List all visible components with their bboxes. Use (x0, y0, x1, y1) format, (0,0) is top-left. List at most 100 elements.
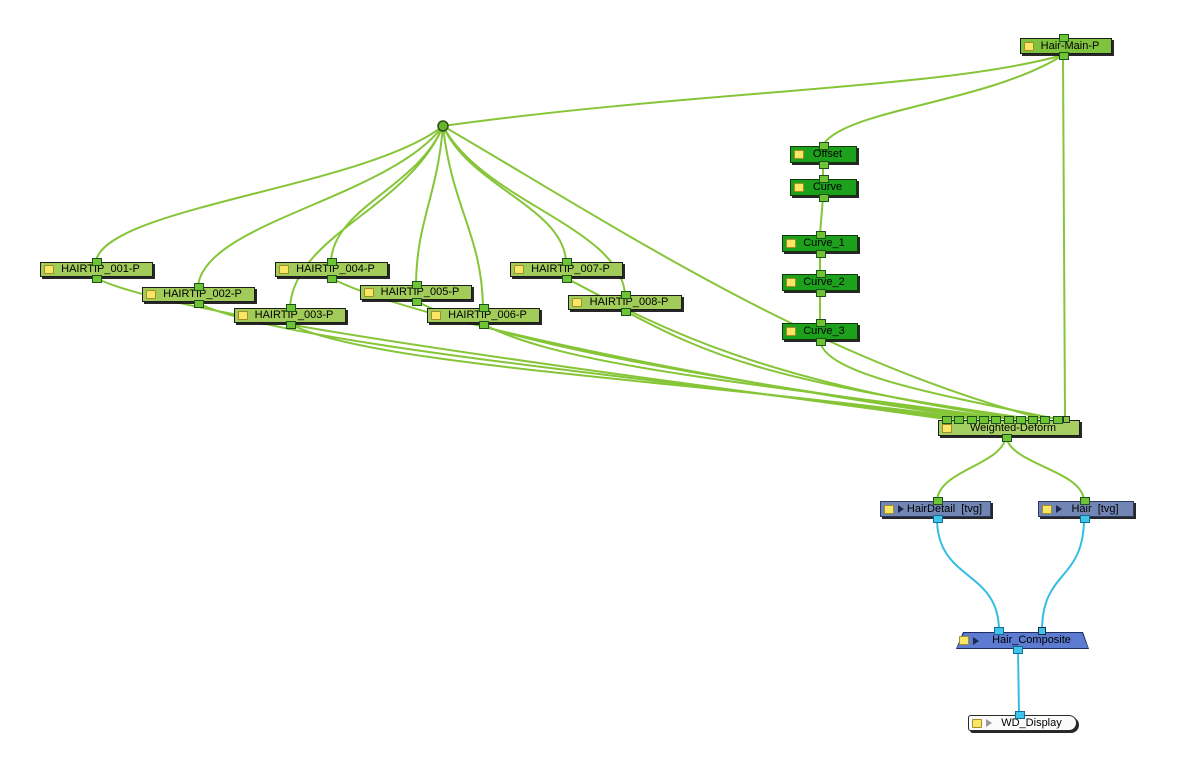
offset-port-out[interactable] (819, 161, 829, 169)
hairtip-002-port-in[interactable] (194, 283, 204, 291)
hairtip-003-port-out[interactable] (286, 321, 296, 329)
layer-properties-icon[interactable] (786, 278, 796, 287)
node-hairtip-008[interactable]: HAIRTIP_008-P (568, 291, 682, 316)
cable-wp-to-hairtip-003-in[interactable] (289, 125, 444, 308)
hairdetail-port-in[interactable] (933, 497, 943, 505)
cable-wp-to-hairtip-006-in[interactable] (442, 125, 484, 308)
expand-arrow-icon[interactable] (1056, 505, 1062, 513)
wd-display-port-in[interactable] (1015, 711, 1025, 719)
layer-properties-icon[interactable] (431, 311, 441, 320)
layer-properties-icon[interactable] (279, 265, 289, 274)
node-hair[interactable]: Hair [tvg] (1038, 497, 1134, 523)
layer-properties-icon[interactable] (786, 239, 796, 248)
node-hairtip-002[interactable]: HAIRTIP_002-P (142, 283, 255, 308)
weighted-deform-port-in9[interactable] (1040, 416, 1050, 424)
layer-properties-icon[interactable] (972, 718, 982, 728)
weighted-deform-port-in8[interactable] (1028, 416, 1038, 424)
layer-properties-icon[interactable] (572, 298, 582, 307)
node-hair-main-p[interactable]: Hair-Main-P (1020, 34, 1112, 60)
cable-curve-out-to-curve-1-in[interactable] (819, 196, 824, 235)
layer-properties-icon[interactable] (238, 311, 248, 320)
cable-wp-to-hairtip-005-in[interactable] (415, 125, 444, 285)
cable-hairtip-003-out-to-weighted-deform-in3[interactable] (289, 323, 972, 420)
hairtip-007-port-out[interactable] (562, 275, 572, 283)
node-wd-display[interactable]: WD_Display (968, 711, 1077, 731)
cable-hairtip-008-out-to-weighted-deform-in8[interactable] (624, 310, 1033, 420)
node-hairtip-005[interactable]: HAIRTIP_005-P (360, 281, 472, 306)
node-curve[interactable]: Curve (790, 175, 857, 202)
node-offset[interactable]: Offset (790, 142, 857, 169)
weighted-deform-port-in5[interactable] (991, 416, 1001, 424)
layer-properties-icon[interactable] (1042, 504, 1052, 514)
layer-properties-icon[interactable] (1024, 41, 1034, 51)
offset-port-in[interactable] (819, 142, 829, 150)
hairtip-006-port-in[interactable] (479, 304, 489, 312)
layer-properties-icon[interactable] (884, 504, 894, 514)
expand-arrow-icon[interactable] (973, 636, 979, 645)
weighted-deform-port-in6[interactable] (1004, 416, 1014, 424)
hairtip-007-port-in[interactable] (562, 258, 572, 266)
node-hairtip-003[interactable]: HAIRTIP_003-P (234, 304, 346, 329)
hairtip-005-port-out[interactable] (412, 298, 422, 306)
curve-2-port-out[interactable] (816, 289, 826, 297)
hair-composite-port-in2[interactable] (1038, 627, 1046, 635)
layer-properties-icon[interactable] (794, 150, 804, 159)
node-hairtip-006[interactable]: HAIRTIP_006-P (427, 304, 540, 329)
expand-arrow-icon[interactable] (898, 505, 904, 513)
hairtip-003-port-in[interactable] (286, 304, 296, 312)
curve-1-port-out[interactable] (816, 250, 826, 258)
layer-properties-icon[interactable] (794, 183, 804, 192)
weighted-deform-port-in2[interactable] (954, 416, 964, 424)
hairtip-001-port-out[interactable] (92, 275, 102, 283)
node-curve-3[interactable]: Curve_3 (782, 319, 858, 346)
weighted-deform-port-in7[interactable] (1016, 416, 1026, 424)
layer-properties-icon[interactable] (942, 423, 952, 433)
hairtip-004-port-out[interactable] (327, 275, 337, 283)
hairtip-008-port-in[interactable] (621, 291, 631, 299)
layer-properties-icon[interactable] (959, 636, 969, 645)
hair-main-p-port-out[interactable] (1059, 52, 1069, 60)
curve-2-port-in[interactable] (816, 270, 826, 278)
node-curve-1[interactable]: Curve_1 (782, 231, 858, 258)
curve-port-out[interactable] (819, 194, 829, 202)
cable-weighted-deform-out-to-hair-in[interactable] (1005, 436, 1085, 501)
expand-arrow-icon[interactable] (986, 719, 992, 727)
curve-3-port-in[interactable] (816, 319, 826, 327)
cable-hair-out-to-hair-composite-in2[interactable] (1041, 517, 1085, 632)
hairtip-006-port-out[interactable] (479, 321, 489, 329)
cable-hair-composite-out-to-wd-display-in[interactable] (1017, 649, 1020, 715)
cable-wp-to-hairtip-004-in[interactable] (330, 125, 444, 262)
cable-wp-to-weighted-deform-in9[interactable] (442, 125, 1045, 420)
cable-weighted-deform-out-to-hairdetail-in[interactable] (936, 436, 1007, 501)
node-hair-composite[interactable]: Hair_Composite (956, 627, 1089, 654)
hair-composite-port-out[interactable] (1013, 646, 1023, 654)
hairtip-001-port-in[interactable] (92, 258, 102, 266)
hair-composite-port-in1[interactable] (994, 627, 1004, 635)
node-hairtip-007[interactable]: HAIRTIP_007-P (510, 258, 623, 283)
cable-hair-main-p-out-to-offset-in[interactable] (822, 54, 1064, 146)
hairtip-005-port-in[interactable] (412, 281, 422, 289)
cable-hair-main-p-out-to-wp[interactable] (442, 54, 1064, 127)
cable-waypoint[interactable] (437, 120, 449, 132)
curve-1-port-in[interactable] (816, 231, 826, 239)
layer-properties-icon[interactable] (44, 265, 54, 274)
hairtip-002-port-out[interactable] (194, 300, 204, 308)
cable-hairdetail-out-to-hair-composite-in1[interactable] (936, 517, 1000, 632)
weighted-deform-port-in10[interactable] (1053, 416, 1063, 424)
curve-3-port-out[interactable] (816, 338, 826, 346)
hairdetail-port-out[interactable] (933, 515, 943, 523)
layer-properties-icon[interactable] (364, 288, 374, 297)
cable-wp-to-hairtip-001-in[interactable] (95, 125, 444, 262)
weighted-deform-port-out[interactable] (1002, 434, 1012, 442)
layer-properties-icon[interactable] (146, 290, 156, 299)
cable-curve-3-out-to-weighted-deform-in10[interactable] (819, 340, 1058, 420)
node-curve-2[interactable]: Curve_2 (782, 270, 858, 297)
cable-wp-to-hairtip-007-in[interactable] (442, 125, 567, 262)
hairtip-004-port-in[interactable] (327, 258, 337, 266)
layer-properties-icon[interactable] (786, 327, 796, 336)
node-hairtip-004[interactable]: HAIRTIP_004-P (275, 258, 388, 283)
cable-hair-main-p-out-to-weighted-deform-main[interactable] (1062, 54, 1066, 420)
weighted-deform-port-main[interactable] (1062, 416, 1070, 423)
hair-port-out[interactable] (1080, 515, 1090, 523)
